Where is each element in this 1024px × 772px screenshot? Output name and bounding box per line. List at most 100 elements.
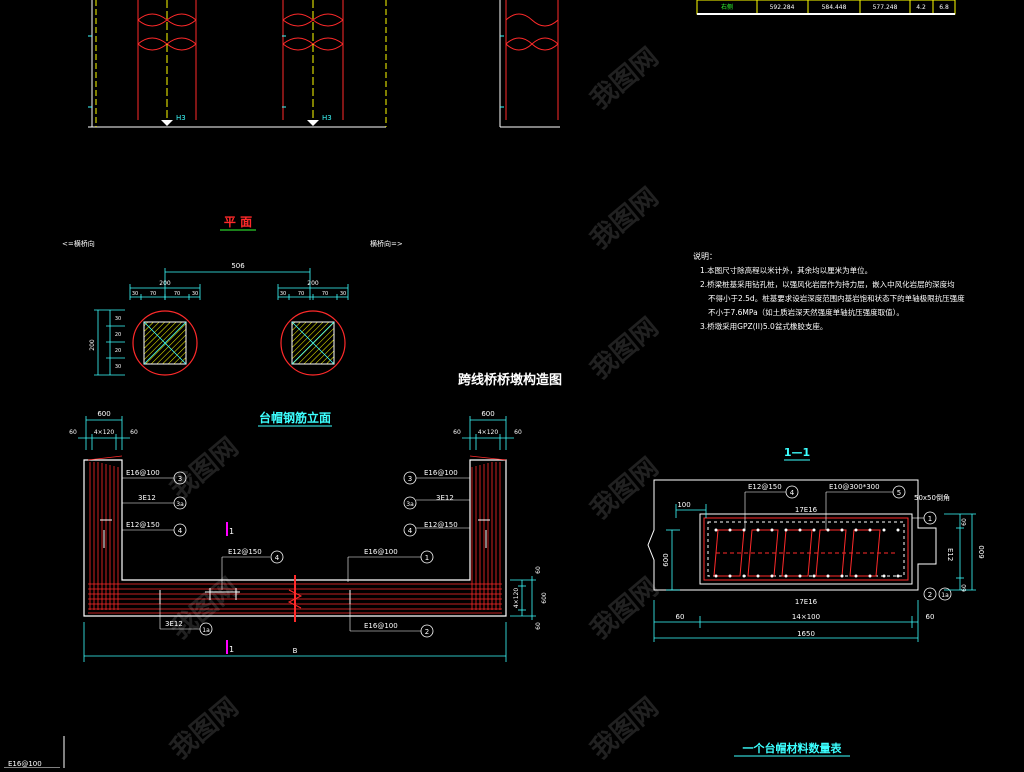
elevation-inner-callouts: E12@150 4 E16@100 1 3E12 1a E16@100 2 [159,548,434,638]
right-callout-1-label: E16@100 [424,469,458,477]
section-left-height: 600 [662,553,670,566]
elevation-right-sub-dim-2: 4×120 [478,429,498,436]
plan-span-dim: 506 [231,262,245,270]
plan-side-sub-dim-1: 30 [115,316,121,322]
notes-line-4: 不小于7.6MPa（如土质岩深天然强度单轴抗压强度取值）。 [708,307,904,317]
plan-left-sub-dim-4: 30 [192,291,198,297]
drawing-title: 跨线桥桥墩构造图 [458,372,562,388]
section-right-dim-2: 600 [978,545,986,558]
lower-left-callout-label: 3E12 [165,620,183,628]
section-bottom-bar-label: 17E16 [795,598,818,606]
plan-side-dim: 200 [89,339,96,351]
center-callout-num: 4 [275,554,280,562]
watermark-4: 我图网 [585,452,664,525]
section-callout-1-label: E12@150 [748,483,782,491]
plan-left-top-dim: 200 [159,280,171,287]
section-rebar [703,517,909,581]
section-mark-top-label: 1 [229,527,234,536]
right-callout-1-num: 3 [408,475,412,483]
elevation-right-dims [510,576,536,620]
plan-right-sub-dim-2: 70 [298,291,304,297]
elevation-right-sub-dim-1: 60 [453,429,461,436]
material-table-title: 一个台帽材料数量表 [743,741,843,755]
table-row-label: 右侧 [721,3,733,11]
notes-line-1: 1.本图尺寸除高程以米计外，其余均以厘米为单位。 [700,265,872,275]
plan-left-direction: <=横桥向 [62,239,95,248]
elevation-left-top-dim: 600 [97,410,110,418]
plan-side-sub-dim-3: 20 [115,348,121,354]
watermark-6: 我图网 [585,692,664,765]
section-outline [647,479,937,591]
section-right-dim-3: 60 [961,584,968,592]
watermark-3: 我图网 [585,312,664,385]
right-callout-2-label: 3E12 [436,494,454,502]
plan-right-top-dim: 200 [307,280,319,287]
left-callout-2-num: 3a [176,501,184,508]
section-overall-dim: 1650 [797,630,815,638]
watermark-5: 我图网 [585,572,664,645]
section-mark-bottom-label: 1 [229,645,234,654]
notes-line-2: 2.桥梁桩基采用钻孔桩，以强风化岩层作为持力层，嵌入中风化岩层的深度均 [700,279,955,289]
elevation-left-callouts: E16@100 3 3E12 3a E12@150 4 [122,469,187,537]
elevation-right-dim-3: 600 [541,592,548,604]
table-cell-1: 592.284 [770,4,795,11]
notes-line-5: 3.桥墩采用GPZ(II)5.0盆式橡胶支座。 [700,321,827,331]
plan-left-sub-dim-3: 70 [174,291,180,297]
section-callout-1-num: 4 [790,489,795,497]
left-callout-2-label: 3E12 [138,494,156,502]
section-bottom-sub-dim-2: 14×100 [792,613,820,621]
watermark-9: 我图网 [165,692,244,765]
section-callouts: E12@150 4 E10@300*300 5 50x50倒角 17E16 17… [744,483,954,606]
elevation-left-sub-dim-1: 60 [69,429,77,436]
lower-bottom-callout-num: 2 [425,628,429,636]
section-lower-num-2: 1a [941,592,949,599]
watermark-1: 我图网 [585,42,664,115]
section-side-bar-label: E12 [946,548,954,561]
left-callout-1-num: 3 [178,475,182,483]
lower-left-callout-num: 1a [202,627,210,634]
section-right-callout-num: 1 [928,515,932,523]
notes-block: 说明： 1.本图尺寸除高程以米计外，其余均以厘米为单位。 2.桥梁桩基采用钻孔桩… [693,251,965,331]
center-break-zigzag [287,589,303,609]
section-left-dim: 100 [677,501,690,509]
watermark-7: 我图网 [165,432,244,505]
left-callout-3-label: E12@150 [126,521,160,529]
right-callout-2-num: 3a [406,501,414,508]
section-bottom-sub-dim-1: 60 [676,613,685,621]
section-dims [653,504,976,642]
plan-right-sub-dim-4: 30 [340,291,346,297]
section-callout-2-label: E10@300*300 [829,483,880,491]
watermark-2: 我图网 [585,182,664,255]
elevation-right-dim-1: 60 [535,566,542,574]
plan-dimensions [94,268,349,376]
section-title: 1—1 [784,446,810,459]
table-cell-4: 4.2 [916,4,926,11]
section-callout-2-num: 5 [897,489,901,497]
watermarks: 我图网 我图网 我图网 我图网 我图网 我图网 我图网 我图网 我图网 [165,42,664,765]
elevation-right-sub-dim-3: 60 [514,429,522,436]
plan-pile-left [132,310,198,376]
pier-column-3 [505,0,559,120]
section-bar-dots [714,528,900,578]
top-pier-elevation [88,0,560,128]
table-cell-3: 577.248 [873,4,898,11]
elevation-right-callouts: E16@100 3 3E12 3a E12@150 4 [403,469,470,537]
elevation-right-top-dim: 600 [481,410,494,418]
bottom-left-label: E16@100 [8,760,42,768]
plan-right-direction: 横桥向=> [370,239,403,248]
elevation-dims-top [78,416,514,450]
notes-line-3: 不得小于2.5d。桩基要求设岩深度范围内基岩饱和状态下的单轴极限抗压强度 [708,293,965,303]
elevation-title: 台帽钢筋立面 [259,410,331,425]
notes-heading: 说明： [693,251,717,261]
right-callout-3-label: E12@150 [424,521,458,529]
table-cell-5: 6.8 [939,4,949,11]
elevation-left-sub-dim-3: 60 [130,429,138,436]
elevation-right-dim-2: 4×120 [513,588,520,608]
lower-bottom-callout-label: E16@100 [364,622,398,630]
left-callout-1-label: E16@100 [126,469,160,477]
bottom-callout-label: E16@100 [364,548,398,556]
pier-elevation-label-2: H3 [322,114,332,122]
right-callout-3-num: 4 [408,527,413,535]
elevation-overall-dim: B [293,647,298,655]
